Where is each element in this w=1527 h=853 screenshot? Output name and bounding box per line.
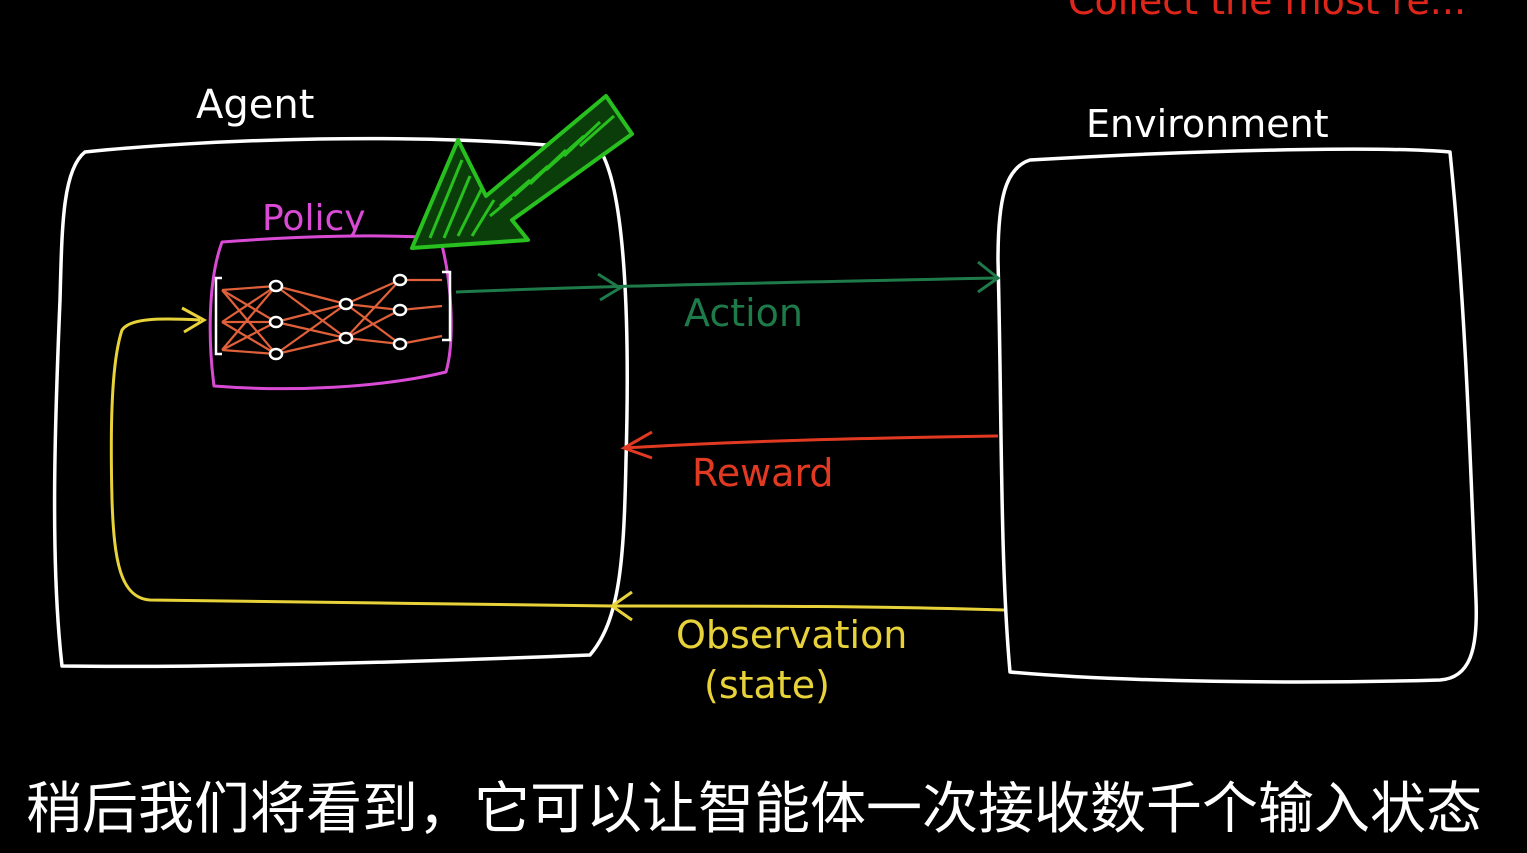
policy-label: Policy	[262, 198, 366, 239]
observation-arrow	[109, 306, 1005, 622]
reward-arrow	[620, 430, 999, 460]
subtitle-caption: 稍后我们将看到，它可以让智能体一次接收数千个输入状态	[26, 777, 1482, 842]
policy-box	[208, 234, 453, 391]
observation-label: Observation	[676, 613, 907, 657]
environment-label: Environment	[1086, 102, 1329, 146]
state-label: (state)	[704, 663, 830, 707]
pointer-arrow-icon	[410, 94, 634, 250]
reward-label: Reward	[692, 451, 834, 495]
environment-box	[996, 147, 1479, 684]
action-arrow	[455, 260, 1001, 302]
neural-network-icon	[214, 270, 452, 361]
agent-label: Agent	[196, 82, 314, 128]
action-label: Action	[684, 291, 803, 335]
agent-box	[52, 136, 629, 669]
top-partial-text: Collect the most re...	[1068, 0, 1466, 23]
